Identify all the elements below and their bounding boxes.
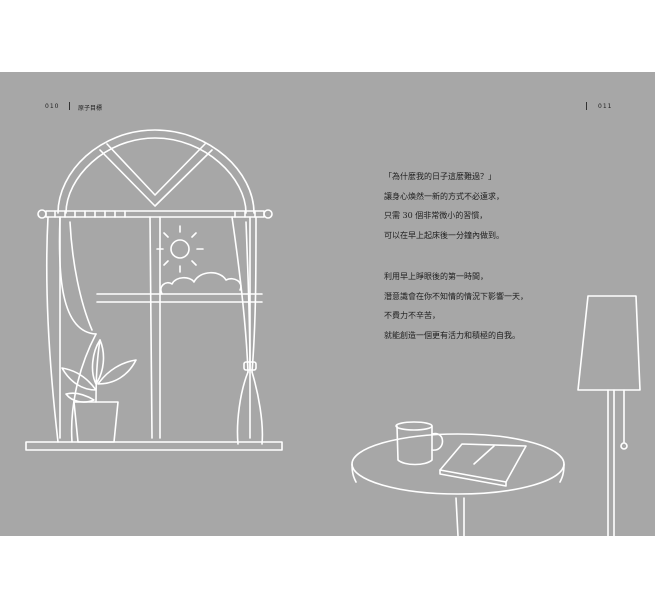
paragraph-1: 「為什麼我的日子這麼難過？」 讓身心煥然一新的方式不必遠求， 只需 30 個非常… bbox=[384, 167, 584, 245]
line-illustration bbox=[25, 129, 641, 536]
open-book bbox=[439, 443, 527, 487]
potted-plant bbox=[61, 339, 137, 443]
text-line: 讓身心煥然一新的方式不必遠求， bbox=[384, 191, 504, 201]
window-arch bbox=[57, 129, 255, 214]
window-sill bbox=[25, 441, 283, 451]
text-line: 潛意識會在你不知情的情況下影響一天， bbox=[384, 291, 528, 301]
curtain-rod bbox=[37, 209, 273, 219]
text-line: 只需 30 個非常微小的習慣， bbox=[384, 211, 488, 220]
text-line: 不費力不辛苦， bbox=[384, 311, 440, 320]
paragraph-2: 利用早上睜眼後的第一時間， 潛意識會在你不知情的情況下影響一天， 不費力不辛苦，… bbox=[384, 267, 584, 345]
floor-lamp bbox=[577, 295, 641, 536]
text-line: 就能創造一個更有活力和積極的自我。 bbox=[384, 330, 520, 340]
right-header-divider bbox=[586, 102, 587, 110]
body-text: 「為什麼我的日子這麼難過？」 讓身心煥然一新的方式不必遠求， 只需 30 個非常… bbox=[384, 167, 584, 367]
left-page-number: 010 bbox=[45, 103, 60, 110]
sun-drawing bbox=[156, 225, 204, 273]
round-table bbox=[351, 433, 565, 536]
book-spread: 010 原子目標 011 bbox=[0, 72, 655, 536]
coffee-mug bbox=[395, 421, 444, 466]
text-line: 可以在早上起床後一分鐘內做到。 bbox=[384, 230, 504, 240]
text-line: 利用早上睜眼後的第一時間， bbox=[384, 272, 488, 281]
right-page-number: 011 bbox=[598, 103, 613, 110]
left-section-title: 原子目標 bbox=[78, 105, 103, 112]
left-header-divider bbox=[69, 102, 70, 110]
left-curtain bbox=[45, 216, 97, 443]
text-line: 「為什麼我的日子這麼難過？」 bbox=[384, 172, 496, 181]
right-curtain bbox=[231, 216, 264, 445]
cloud-drawing bbox=[160, 271, 242, 295]
